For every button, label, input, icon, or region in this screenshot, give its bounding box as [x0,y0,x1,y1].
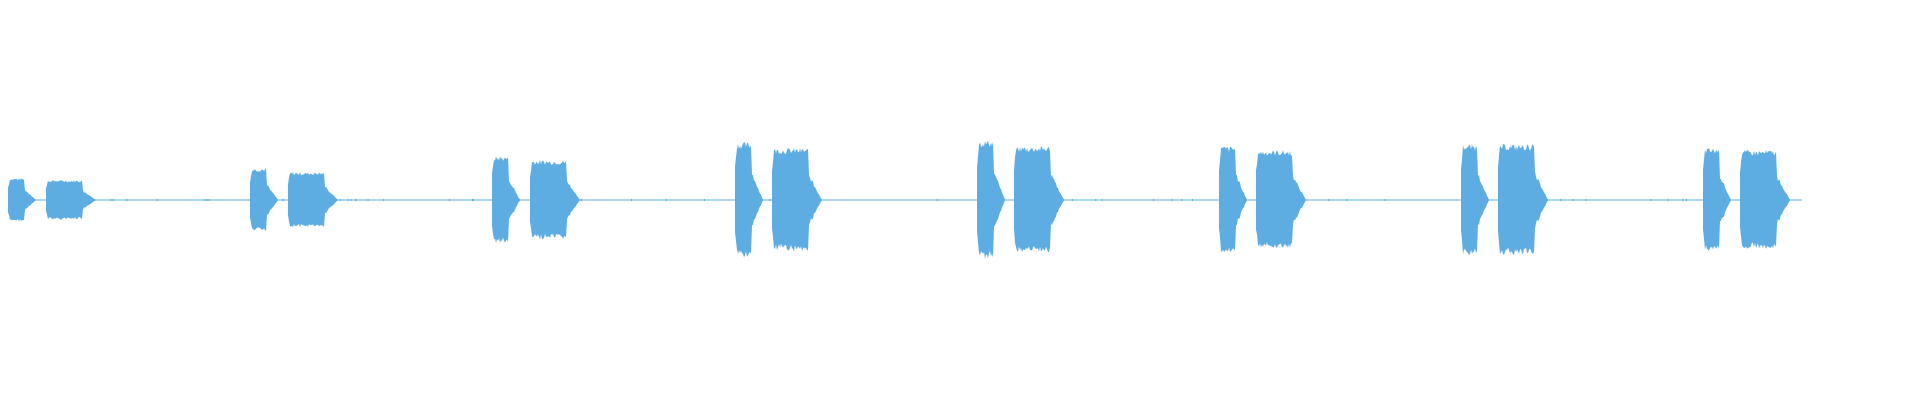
waveform-burst-4-b [772,148,822,252]
waveform-burst-1-a [8,178,36,222]
waveform-burst-4-a [735,142,763,258]
waveform-burst-6-b [1256,150,1306,248]
waveform-burst-7-b [1498,144,1548,256]
waveform-burst-1-b [46,180,96,220]
waveform-burst-5-b [1014,146,1064,253]
waveform-burst-3-a [492,156,520,243]
waveform-burst-2-a [250,168,278,232]
waveform-burst-2-b [288,172,338,228]
waveform-burst-8-a [1703,148,1731,251]
waveform-burst-5-a [977,140,1005,259]
waveform-burst-6-a [1219,146,1247,252]
waveform-burst-8-b [1740,150,1790,249]
waveform-burst-3-b [530,160,580,240]
waveform-burst-7-a [1461,144,1489,255]
